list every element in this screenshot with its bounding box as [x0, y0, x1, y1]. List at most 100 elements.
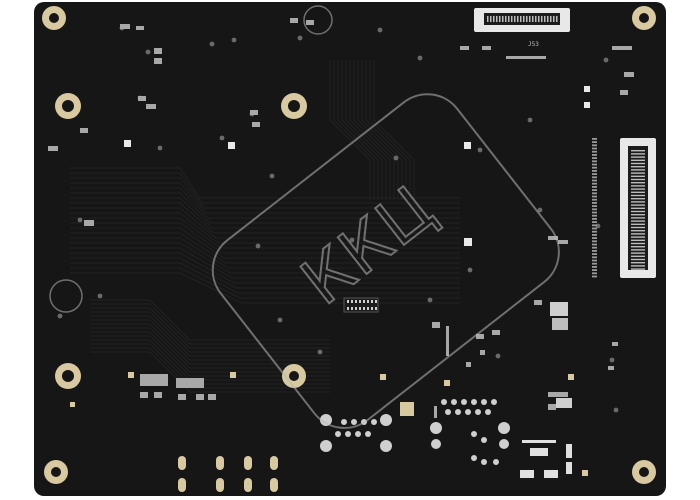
connector-pin — [529, 16, 531, 22]
footprint-pad — [520, 470, 534, 478]
ic-pin — [355, 307, 357, 310]
connector-pin — [499, 16, 501, 22]
trace — [90, 311, 330, 353]
connector-pin — [631, 262, 645, 264]
trace — [70, 222, 460, 254]
smd-part — [480, 350, 485, 355]
smd-part — [84, 220, 94, 226]
connector-pin — [631, 252, 645, 254]
header-pin — [592, 195, 597, 198]
ic-pin — [355, 300, 357, 303]
connector-pin — [502, 16, 504, 22]
connector-pin — [556, 16, 558, 22]
smd-part — [138, 96, 146, 101]
header-pin — [592, 262, 597, 265]
smd-part — [252, 122, 260, 127]
slot-pad — [270, 478, 278, 492]
via — [317, 349, 323, 355]
connector-pin — [631, 194, 645, 197]
connector-pin — [631, 246, 645, 248]
trace — [70, 177, 460, 209]
connector-pin — [631, 159, 645, 161]
header-pin — [592, 221, 597, 223]
footprint-pad — [544, 470, 558, 478]
through-hole-pads — [320, 399, 510, 465]
trace — [90, 299, 330, 341]
through-hole-pad — [355, 431, 361, 437]
smd-part — [154, 48, 162, 54]
trace — [90, 335, 330, 377]
header-pin — [592, 272, 597, 275]
header-pin — [592, 227, 597, 230]
capacitor — [550, 302, 568, 316]
through-hole-pad — [380, 414, 392, 426]
through-hole-pad — [493, 459, 499, 465]
connector-pin — [547, 16, 549, 22]
gold-pad — [380, 374, 386, 380]
through-hole-pad — [341, 419, 347, 425]
header-pin — [592, 218, 597, 220]
through-hole-pad — [441, 399, 447, 405]
connector-pin — [631, 255, 645, 257]
connector-pin — [532, 16, 534, 22]
ic-pin — [363, 300, 365, 303]
mounting-hole-center — [62, 100, 74, 112]
trace — [70, 187, 460, 219]
through-hole-pad — [465, 409, 471, 415]
connector-pin — [631, 175, 645, 177]
connector-pin — [631, 239, 645, 241]
connector-pin — [631, 153, 645, 155]
connector-pin — [631, 182, 645, 184]
via — [57, 313, 63, 319]
trace — [90, 339, 330, 381]
through-hole-pad — [430, 422, 442, 434]
connector-pin — [517, 16, 519, 22]
header-pin — [592, 266, 597, 268]
via — [219, 135, 225, 141]
header-pin — [592, 189, 597, 191]
through-hole-pad — [445, 409, 451, 415]
trace — [70, 252, 460, 284]
mounting-hole-center — [639, 13, 649, 23]
connector-pin — [631, 230, 645, 232]
connector-pins — [487, 16, 558, 22]
smd-part — [624, 72, 634, 77]
mounting-holes — [42, 6, 656, 484]
slot-pads — [178, 456, 278, 492]
smd-part — [548, 236, 558, 240]
ic-pin — [351, 307, 353, 310]
through-hole-pad — [485, 409, 491, 415]
header-pin — [592, 198, 597, 201]
center-ic-footprint — [343, 297, 379, 313]
trace — [70, 202, 460, 234]
header-pin — [592, 243, 597, 246]
smd-part — [140, 374, 168, 386]
trace — [90, 343, 330, 385]
trace — [90, 331, 330, 373]
smd-components — [48, 18, 634, 418]
through-hole-pad — [451, 399, 457, 405]
connector-pin — [505, 16, 507, 22]
trace — [90, 323, 330, 365]
capacitor — [552, 318, 568, 330]
smd-part — [558, 240, 568, 244]
connector-slot — [484, 13, 560, 25]
trace — [70, 262, 460, 294]
smd-part — [290, 18, 298, 23]
connector-pin — [490, 16, 492, 22]
via — [145, 49, 151, 55]
header-pin — [592, 157, 597, 159]
connector-pin — [541, 16, 543, 22]
through-hole-pad — [345, 431, 351, 437]
ic-pins — [347, 300, 377, 310]
smd-part — [208, 394, 216, 400]
capacitor — [556, 398, 572, 408]
header-pin — [592, 224, 597, 227]
connector-pin — [631, 207, 645, 209]
smd-part — [178, 394, 186, 400]
through-hole-pad — [481, 459, 487, 465]
through-hole-pad — [481, 399, 487, 405]
connector-pin — [526, 16, 528, 22]
header-pin — [592, 250, 597, 252]
